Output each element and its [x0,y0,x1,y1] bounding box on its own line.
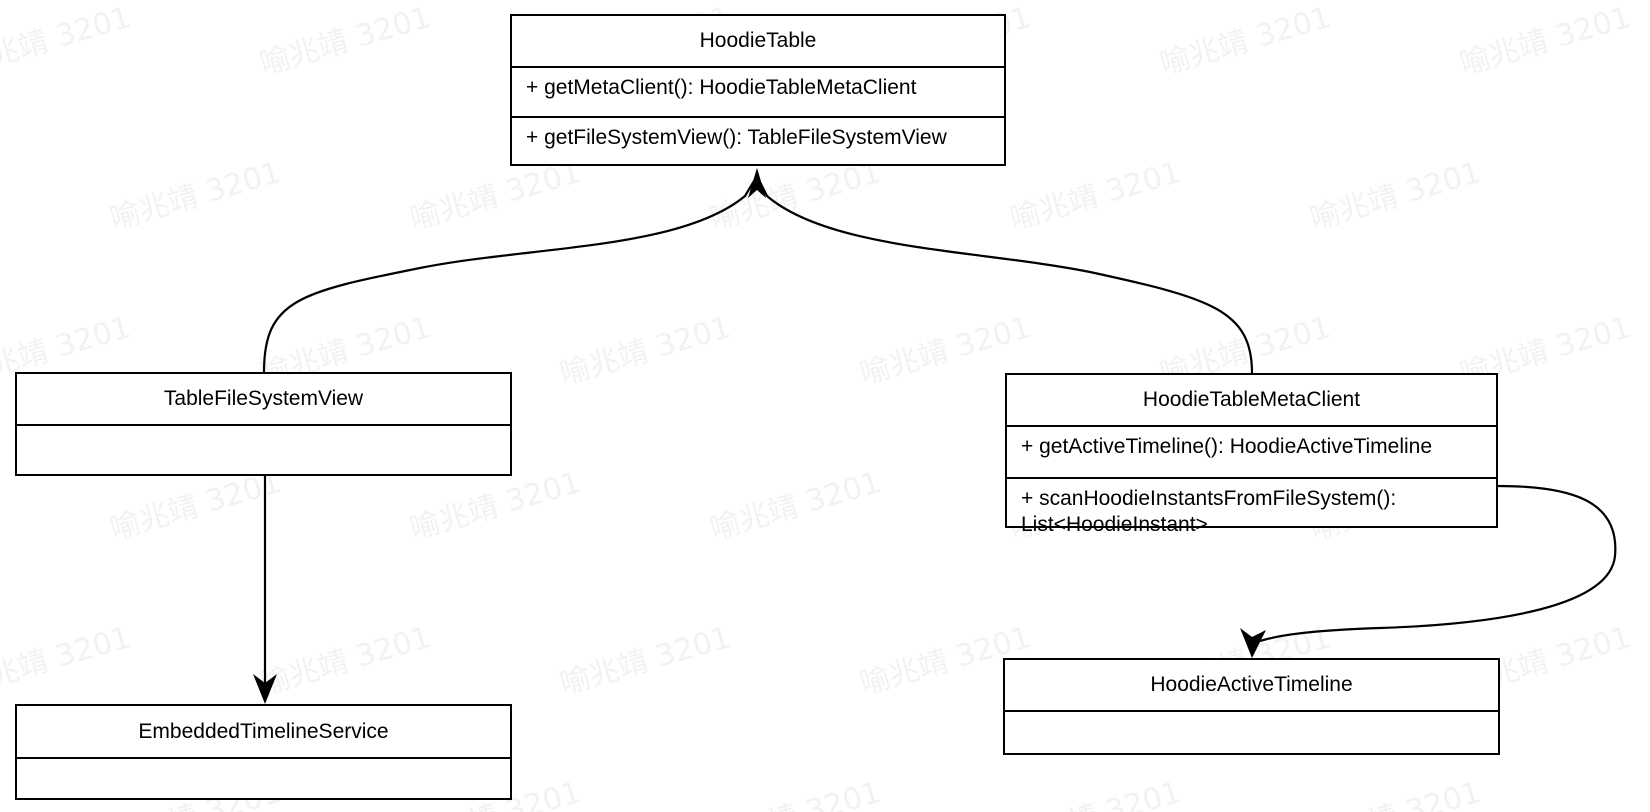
watermark-text: 喻兆靖 3201 [0,620,135,703]
watermark-text: 喻兆靖 3201 [706,465,885,548]
watermark-text: 喻兆靖 3201 [704,767,885,812]
arrowhead-into-embeddedtimelineservice [253,674,277,704]
watermark-text: 喻兆靖 3201 [1156,0,1335,83]
class-member-table-file-system-view-0 [17,426,510,476]
watermark-text: 喻兆靖 3201 [1004,767,1185,812]
class-title-hoodie-active-timeline: HoodieActiveTimeline [1005,660,1498,712]
class-box-table-file-system-view[interactable]: TableFileSystemView [15,372,512,476]
class-box-embedded-timeline-service[interactable]: EmbeddedTimelineService [15,704,512,800]
class-title-hoodie-table-meta-client: HoodieTableMetaClient [1007,375,1496,427]
edge-tablefilesystemview-to-hoodietable [262,175,758,373]
class-box-hoodie-active-timeline[interactable]: HoodieActiveTimeline [1003,658,1500,755]
watermark-text: 喻兆靖 3201 [256,0,435,83]
class-member-embedded-timeline-service-0 [17,759,510,800]
class-title-hoodie-table: HoodieTable [512,16,1004,68]
class-member-hoodie-table-meta-client-0: + getActiveTimeline(): HoodieActiveTimel… [1021,435,1433,458]
edge-metaclient-to-hoodietable [756,175,1254,374]
class-title-table-file-system-view: TableFileSystemView [17,374,510,426]
class-member-hoodie-table-0: + getMetaClient(): HoodieTableMetaClient [526,76,917,99]
class-member-hoodie-active-timeline-0 [1005,712,1498,755]
watermark-text: 喻兆靖 3201 [106,155,285,238]
watermark-text: 喻兆靖 3201 [1304,767,1485,812]
class-box-hoodie-table-meta-client[interactable]: HoodieTableMetaClient + getActiveTimelin… [1005,373,1498,536]
watermark-text: 喻兆靖 3201 [256,620,435,703]
arrowhead-into-hoodietable [748,168,766,198]
class-member-hoodie-table-1: + getFileSystemView(): TableFileSystemVi… [512,116,1004,166]
watermark-text: 喻兆靖 3201 [1456,0,1635,83]
arrowhead-into-hoodieactivetimeline [1240,628,1266,658]
class-box-hoodie-table[interactable]: HoodieTable + getMetaClient(): HoodieTab… [510,14,1006,166]
watermark-text: 喻兆靖 3201 [0,0,135,83]
watermark-text: 喻兆靖 3201 [1306,155,1485,238]
watermark-text: 喻兆靖 3201 [556,620,735,703]
class-member-hoodie-table-meta-client-1: + scanHoodieInstantsFromFileSystem(): Li… [1007,477,1496,548]
class-title-embedded-timeline-service: EmbeddedTimelineService [17,706,510,759]
watermark-text: 喻兆靖 3201 [556,310,735,393]
watermark-text: 喻兆靖 3201 [1006,155,1185,238]
